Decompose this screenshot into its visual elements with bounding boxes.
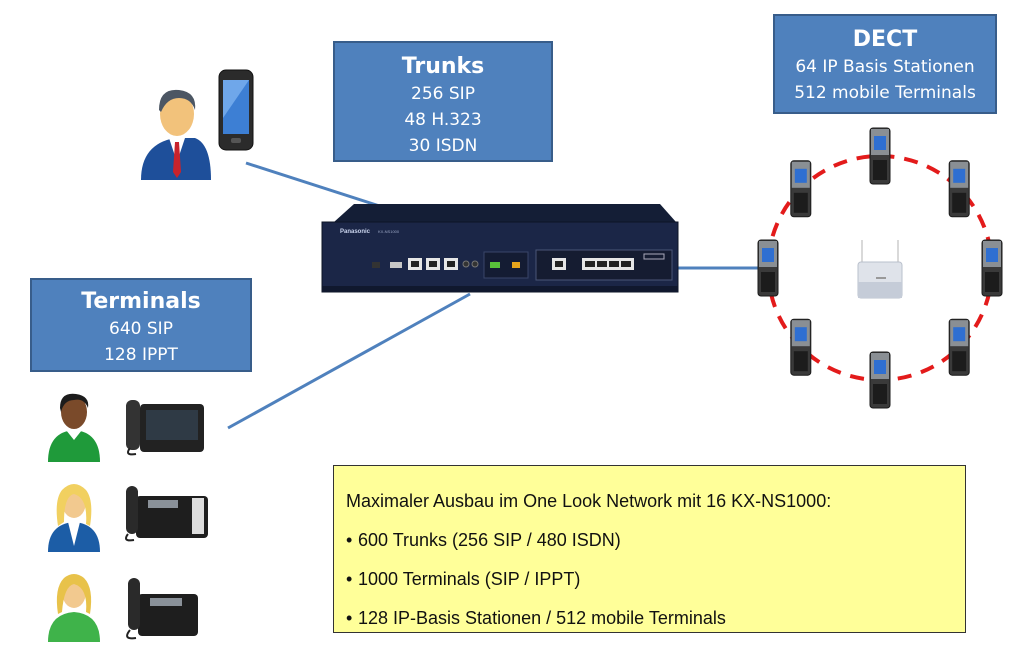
connector-mobile-to-pbx <box>245 161 399 214</box>
pbx-brand-label: Panasonic <box>340 229 371 235</box>
trunks-line: 256 SIP <box>411 84 475 104</box>
dect-handset-icon <box>869 351 891 409</box>
user-green-icon <box>48 393 100 462</box>
touchscreen-desk-phone-icon <box>126 400 204 456</box>
terminal-user-3 <box>44 570 104 649</box>
trunks-box: Trunks 256 SIP 48 H.323 30 ISDN <box>333 41 553 162</box>
mobile-user <box>135 69 265 187</box>
dect-title: DECT <box>852 27 918 52</box>
dect-handset-icon <box>948 160 970 218</box>
terminals-line: 640 SIP <box>109 319 173 339</box>
dect-handset-icon <box>981 239 1003 297</box>
note-bullet-text: 600 Trunks (256 SIP / 480 ISDN) <box>358 530 621 550</box>
dect-line: 512 mobile Terminals <box>794 83 976 103</box>
pbx-model-label: KX-NS1000 <box>378 229 400 234</box>
desk-phone-with-keys-icon <box>125 486 208 542</box>
dect-handset-icon <box>790 318 812 376</box>
desk-phone-1 <box>122 398 206 463</box>
user-blonde-green-icon <box>48 574 100 642</box>
terminals-title: Terminals <box>81 289 201 314</box>
bullet-icon: • <box>346 530 353 550</box>
note-bullet: •1000 Terminals (SIP / IPPT) <box>346 560 965 599</box>
dect-line: 64 IP Basis Stationen <box>795 57 975 77</box>
note-heading: Maximaler Ausbau im One Look Network mit… <box>346 491 832 511</box>
note-bullet-text: 1000 Terminals (SIP / IPPT) <box>358 569 581 589</box>
desk-phone-icon <box>126 578 198 640</box>
bullet-icon: • <box>346 608 353 628</box>
connector-terminals-to-pbx <box>227 292 471 430</box>
smartphone-icon <box>218 69 254 151</box>
capacity-note: Maximaler Ausbau im One Look Network mit… <box>333 465 966 633</box>
dect-handset-icon <box>948 318 970 376</box>
trunks-title: Trunks <box>401 54 485 79</box>
note-bullet: •600 Trunks (256 SIP / 480 ISDN) <box>346 521 965 560</box>
user-blonde-blue-icon <box>48 484 100 552</box>
note-bullet: •128 IP-Basis Stationen / 512 mobile Ter… <box>346 599 965 638</box>
pbx-unit: Panasonic KX-NS1000 <box>321 204 679 293</box>
dect-box: DECT 64 IP Basis Stationen 512 mobile Te… <box>773 14 997 114</box>
note-bullet-text: 128 IP-Basis Stationen / 512 mobile Term… <box>358 608 726 628</box>
dect-handset-icon <box>869 127 891 185</box>
desk-phone-3 <box>122 576 202 647</box>
trunks-line: 30 ISDN <box>408 136 478 156</box>
bullet-icon: • <box>346 569 353 589</box>
dect-handset-icon <box>757 239 779 297</box>
terminal-user-2 <box>44 480 104 559</box>
trunks-line: 48 H.323 <box>404 110 482 130</box>
dect-handsets <box>757 127 1003 409</box>
dect-base-station-icon <box>857 240 903 299</box>
terminals-box: Terminals 640 SIP 128 IPPT <box>30 278 252 372</box>
terminals-line: 128 IPPT <box>104 345 178 365</box>
businessman-icon <box>141 89 211 180</box>
terminal-user-1 <box>44 390 104 469</box>
dect-handset-icon <box>790 160 812 218</box>
desk-phone-2 <box>122 484 212 549</box>
